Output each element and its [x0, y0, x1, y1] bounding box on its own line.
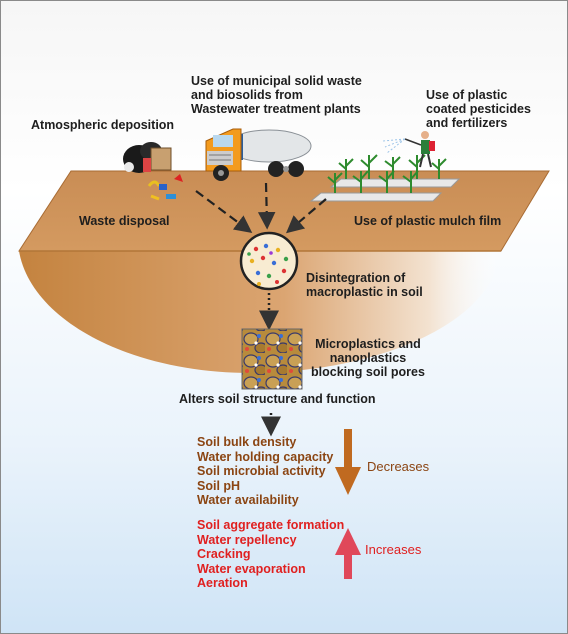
label-pores-line-3: blocking soil pores — [311, 365, 425, 379]
decreases-arrow-icon — [335, 429, 361, 495]
farmer-spraying-icon — [382, 131, 435, 168]
label-municipal-waste: Use of municipal solid waste and biosoli… — [191, 74, 362, 116]
label-disintegration: Disintegration of macroplastic in soil — [306, 271, 423, 299]
label-municipal-line-2: and biosolids from — [191, 88, 303, 102]
label-disintegration-line-2: macroplastic in soil — [306, 285, 423, 299]
label-decreases: Decreases — [367, 459, 430, 474]
list-item: Soil bulk density — [197, 435, 297, 449]
decreases-list: Soil bulk density Water holding capacity… — [197, 435, 333, 508]
list-item: Soil microbial activity — [197, 464, 326, 478]
mulch-film-field — [309, 154, 461, 202]
label-pores-line-1: Microplastics and — [315, 337, 421, 351]
list-item: Aeration — [197, 576, 248, 590]
label-pesticides-line-2: coated pesticides — [426, 102, 531, 116]
label-increases: Increases — [365, 542, 422, 557]
label-waste-disposal: Waste disposal — [79, 214, 170, 228]
list-item: Water evaporation — [197, 561, 306, 576]
tanker-truck-icon — [205, 128, 312, 181]
garbage-bags-icon — [123, 142, 172, 173]
label-pesticides: Use of plastic coated pesticides and fer… — [426, 88, 531, 130]
label-municipal-line-1: Use of municipal solid waste — [191, 74, 362, 88]
label-blocking-pores: Microplastics and nanoplastics blocking … — [311, 337, 425, 379]
label-municipal-line-3: Wastewater treatment plants — [191, 102, 361, 116]
label-mulch-film: Use of plastic mulch film — [354, 214, 502, 228]
increases-arrow-icon — [335, 528, 361, 579]
list-item: Soil aggregate formation — [197, 518, 345, 532]
label-pesticides-line-3: and fertilizers — [426, 116, 508, 130]
increases-list: Soil aggregate formation Water repellenc… — [197, 518, 344, 591]
list-item: Water availability — [197, 493, 299, 507]
label-alters-soil: Alters soil structure and function — [179, 392, 376, 406]
label-pores-line-2: nanoplastics — [329, 351, 407, 365]
list-item: Cracking — [197, 547, 251, 561]
macroplastic-circle — [239, 231, 299, 291]
list-item: Water holding capacity — [197, 449, 334, 464]
soil-pore-image — [241, 328, 303, 390]
label-atmospheric-deposition: Atmospheric deposition — [31, 118, 175, 132]
waste-debris-icon — [147, 174, 183, 201]
list-item: Soil pH — [197, 478, 241, 493]
list-item: Water repellency — [197, 532, 297, 547]
label-disintegration-line-1: Disintegration of — [306, 271, 406, 285]
source-arrows — [195, 182, 327, 234]
label-pesticides-line-1: Use of plastic — [426, 88, 508, 102]
